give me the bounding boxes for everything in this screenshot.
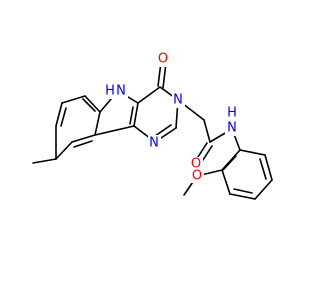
bond-aryl-1-inner	[222, 155, 237, 171]
bond-pyrim-4-inner	[154, 124, 172, 137]
atom-label-amide-h: H	[227, 106, 237, 121]
atom-label-indole-n: N	[116, 84, 126, 99]
bond-methyl	[32, 158, 57, 164]
bond-benzo-2-inner	[73, 140, 93, 148]
bond-ring-carbonyl-b	[162, 62, 167, 89]
molecule-structure: H N O N N O H N O	[32, 52, 273, 200]
bond-aryl-3	[229, 193, 256, 200]
bond-pyrrole-3-inner	[129, 106, 134, 125]
bond-benzo-3	[94, 111, 101, 136]
atom-label-indole-h: H	[105, 84, 115, 99]
bond-ch2-co	[203, 119, 211, 143]
bond-benzo-2	[71, 134, 96, 143]
bond-pyrrole-3	[133, 102, 139, 127]
bond-benzo-4-inner	[82, 98, 96, 112]
atom-label-ether-o: O	[192, 169, 202, 184]
atom-label-ring-carbonyl-o: O	[158, 52, 168, 67]
bond-aryl-6	[239, 149, 266, 156]
bond-benzo-4	[84, 95, 101, 113]
bond-aryl-5	[264, 154, 273, 181]
bond-aryl-4	[254, 179, 273, 200]
bond-aryl-1	[221, 149, 241, 171]
atom-label-ring-n1: N	[149, 136, 159, 151]
bond-pyrrole-4	[94, 125, 135, 136]
bond-benzo-6	[55, 102, 63, 127]
atom-label-amide-o: O	[191, 157, 201, 172]
bond-pyrim-1	[137, 86, 161, 104]
bond-benzo-6-inner	[60, 107, 67, 127]
bond-aryl-5-inner	[259, 158, 267, 180]
bond-aryl-3-inner	[233, 188, 253, 194]
atom-label-amide-n: N	[227, 121, 237, 136]
bond-benzo-5	[61, 95, 86, 104]
bond-benzo-1	[55, 141, 73, 160]
bond-aryl-2	[221, 169, 231, 195]
atom-label-ring-n3: N	[173, 93, 183, 108]
molecule-canvas: H N O N N O H N O	[32, 52, 273, 200]
atom-layer: H N O N N O H N O	[105, 52, 239, 184]
